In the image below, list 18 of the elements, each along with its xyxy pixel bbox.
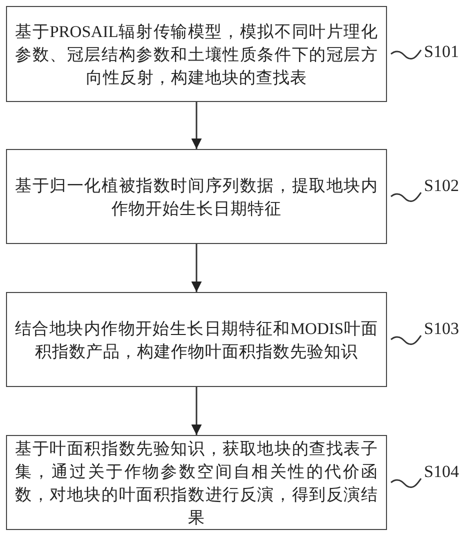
arrow — [191, 387, 202, 435]
arrow — [191, 102, 202, 149]
process-box — [6, 6, 387, 102]
step-label: S101 — [424, 42, 460, 62]
arrow — [191, 244, 202, 292]
step-text: 基于叶面积指数先验知识，获取地块的查找表子集，通过关于作物参数空间自相关性的代价函数，对地块的叶面积指数进行反演，得到反演结果 — [15, 438, 378, 528]
step-label: S104 — [424, 462, 460, 482]
leader-line — [390, 50, 422, 60]
leader-line — [390, 478, 422, 488]
step-label: S102 — [424, 176, 460, 196]
step-text: 结合地块内作物开始生长日期特征和MODIS叶面积指数产品，构建作物叶面积指数先验知识 — [15, 318, 378, 362]
process-box — [6, 149, 387, 244]
step-text: 基于PROSAIL辐射传输模型，模拟不同叶片理化参数、冠层结构参数和土壤性质条件下的冠层方向性反射，构建地块的查找表 — [15, 20, 378, 88]
step-label: S103 — [424, 319, 460, 339]
leader-line — [390, 335, 422, 345]
process-box — [6, 292, 387, 387]
leader-line — [390, 192, 422, 202]
step-text: 基于归一化植被指数时间序列数据，提取地块内作物开始生长日期特征 — [15, 174, 378, 220]
